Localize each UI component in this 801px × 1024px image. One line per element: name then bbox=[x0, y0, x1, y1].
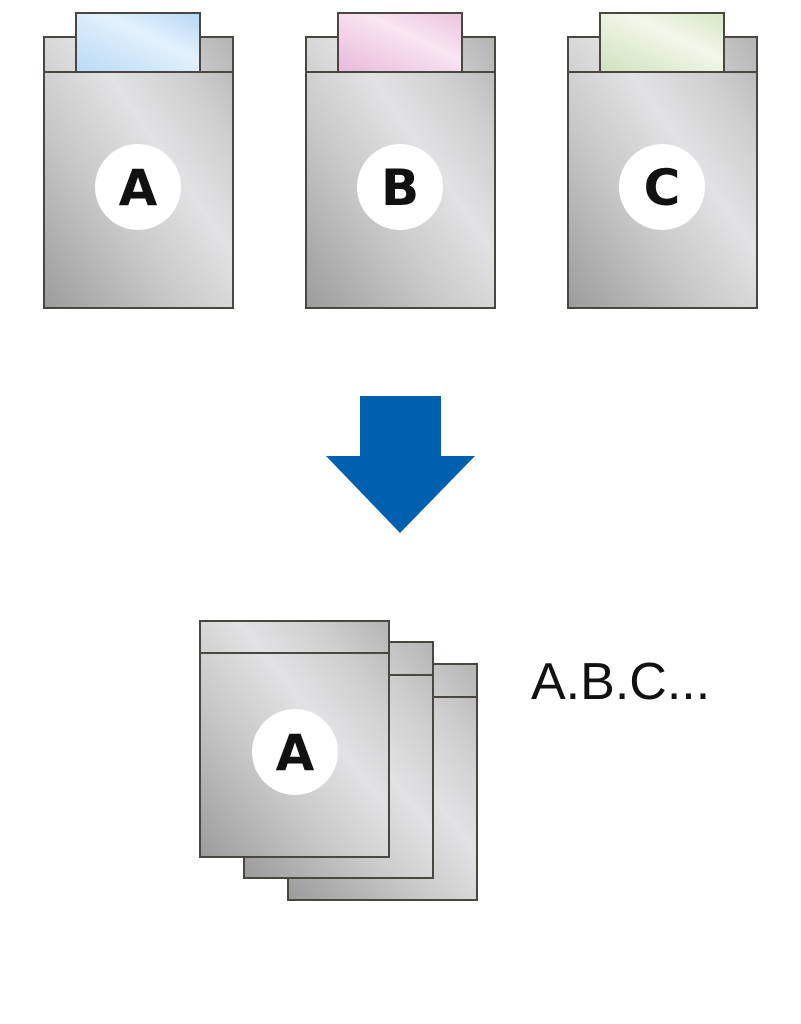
cassette-b: B bbox=[305, 12, 496, 309]
tray-green bbox=[599, 12, 725, 73]
stack-front: A bbox=[199, 620, 390, 858]
cassette-label: B bbox=[381, 159, 419, 217]
label-circle bbox=[95, 144, 181, 230]
cassette-a: A bbox=[43, 12, 234, 309]
tray-blue bbox=[75, 12, 201, 73]
cassette-c: C bbox=[567, 12, 758, 309]
arrow-down-icon bbox=[326, 396, 475, 533]
stack-label: A bbox=[276, 724, 315, 782]
tray-pink bbox=[337, 12, 463, 73]
stacked-cassettes: A bbox=[199, 620, 478, 901]
cassette-label: A bbox=[119, 159, 158, 217]
label-circle bbox=[357, 144, 443, 230]
stack-caption: A.B.C... bbox=[531, 653, 710, 711]
label-circle bbox=[252, 709, 338, 795]
cassette-label: C bbox=[644, 159, 681, 217]
label-circle bbox=[619, 144, 705, 230]
